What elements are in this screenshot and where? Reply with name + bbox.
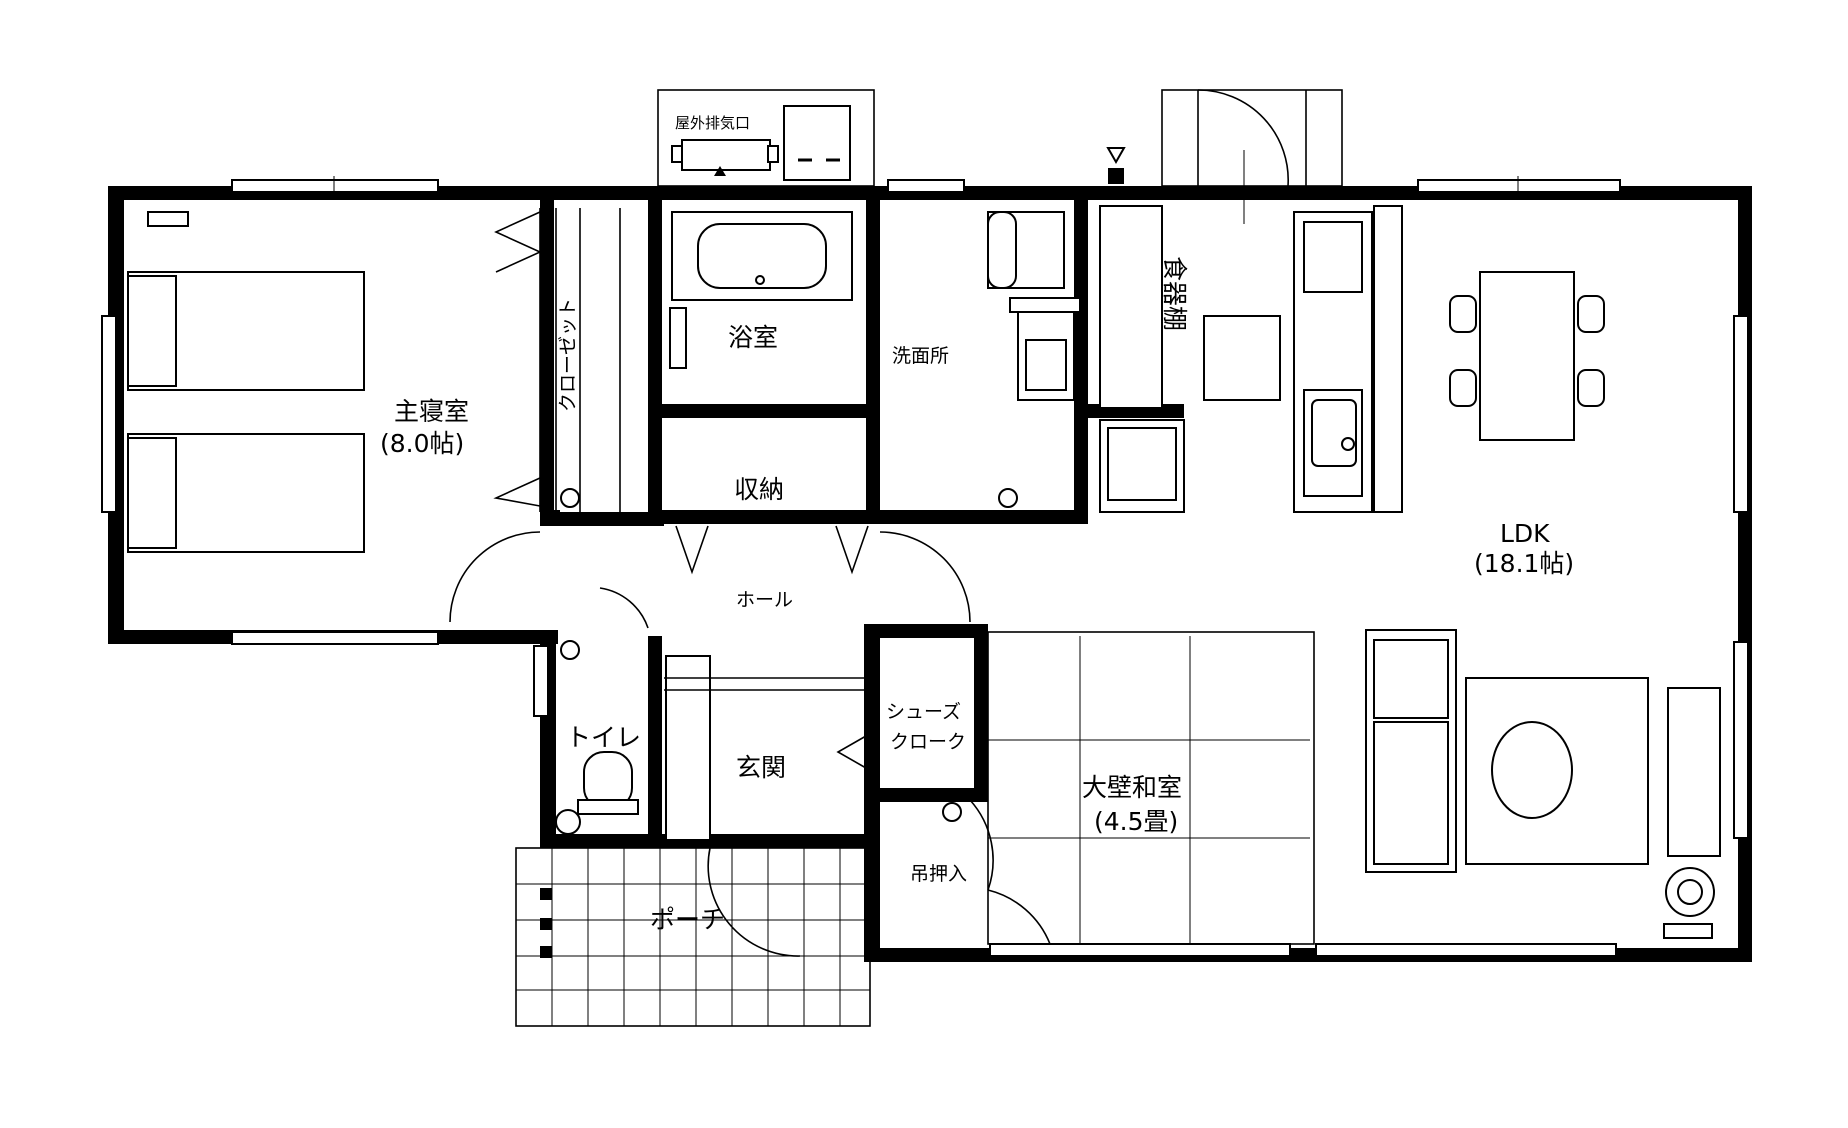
japanese-room-area: (4.5畳) xyxy=(1094,807,1178,836)
dining-table-set xyxy=(1449,271,1605,441)
entrance-label: 玄関 xyxy=(736,753,786,782)
master-bedroom-label: 主寝室 xyxy=(394,397,469,426)
washroom-fixtures xyxy=(987,211,1081,508)
porch-label: ポーチ xyxy=(650,905,725,934)
hall-entrance xyxy=(664,525,869,841)
closet-doors xyxy=(493,208,621,512)
japanese-room-label: 大壁和室 xyxy=(1082,773,1182,802)
ldk-area: (18.1帖) xyxy=(1474,549,1574,578)
exhaust-enclosure: 屋外排気口 xyxy=(657,89,875,187)
doors xyxy=(449,531,1051,957)
room-labels: 主寝室 (8.0帖) クローゼット 浴室 洗面所 食器棚 収納 ホール トイレ … xyxy=(380,256,1574,934)
hanging-closet-label: 吊押入 xyxy=(910,863,967,885)
exhaust-port-label: 屋外排気口 xyxy=(675,114,750,132)
windows xyxy=(101,176,1749,957)
toilet-fixture xyxy=(555,640,639,835)
toilet-label: トイレ xyxy=(566,723,641,752)
pantry-shelf xyxy=(1099,205,1185,513)
storage-label: 収納 xyxy=(734,475,784,504)
closet-label: クローゼット xyxy=(557,298,579,412)
porch-tiles xyxy=(515,847,871,1027)
ldk-label: LDK xyxy=(1500,519,1550,548)
japanese-room-tatami xyxy=(987,631,1315,945)
pantry-label: 食器棚 xyxy=(1160,256,1189,331)
master-bedroom-area: (8.0帖) xyxy=(380,429,464,458)
shoes-cloak-label-1: シューズ xyxy=(886,701,961,723)
washroom-label: 洗面所 xyxy=(892,345,949,367)
utility-entry-enclosure xyxy=(1106,89,1343,224)
bathtub xyxy=(669,211,853,369)
hall-label: ホール xyxy=(736,589,793,611)
bathroom-label: 浴室 xyxy=(728,323,778,352)
master-bedroom-beds xyxy=(127,211,365,553)
kitchen-counter xyxy=(1203,205,1403,513)
living-furniture xyxy=(1365,629,1721,939)
shoes-cloak-label-2: クローク xyxy=(890,731,966,753)
